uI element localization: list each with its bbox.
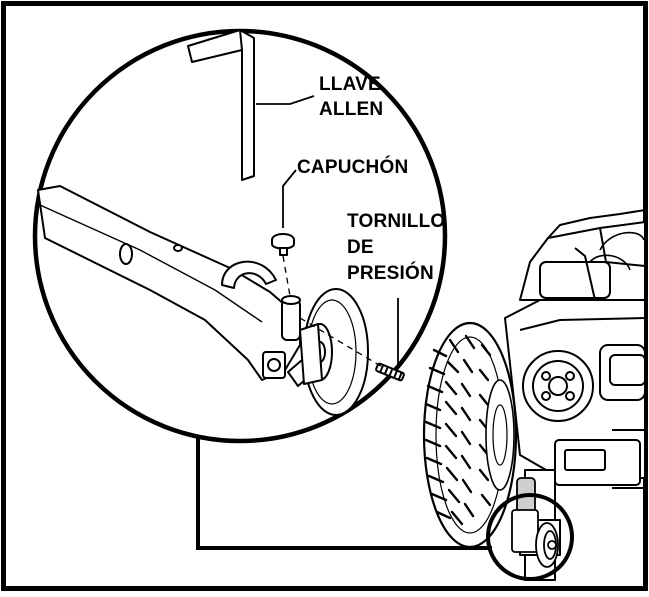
label-allen-key-line1: LLAVE (319, 74, 381, 95)
leader-lines (256, 95, 399, 368)
detail-highlight-circle (486, 493, 574, 581)
label-set-screw-line3: PRESIÓN (347, 263, 434, 284)
caster-on-chair (511, 477, 559, 568)
label-cap: CAPUCHÓN (297, 157, 409, 178)
allen-key (187, 29, 255, 181)
assembly-guide-lines (282, 255, 385, 369)
power-chair-base (504, 209, 646, 581)
drive-wheel (422, 321, 518, 549)
callout-connector (196, 410, 492, 550)
magnified-detail-content (37, 185, 405, 416)
label-allen-key-line2: ALLEN (319, 99, 384, 120)
label-set-screw-line2: DE (347, 237, 374, 258)
label-set-screw-line1: TORNILLO (347, 211, 446, 232)
